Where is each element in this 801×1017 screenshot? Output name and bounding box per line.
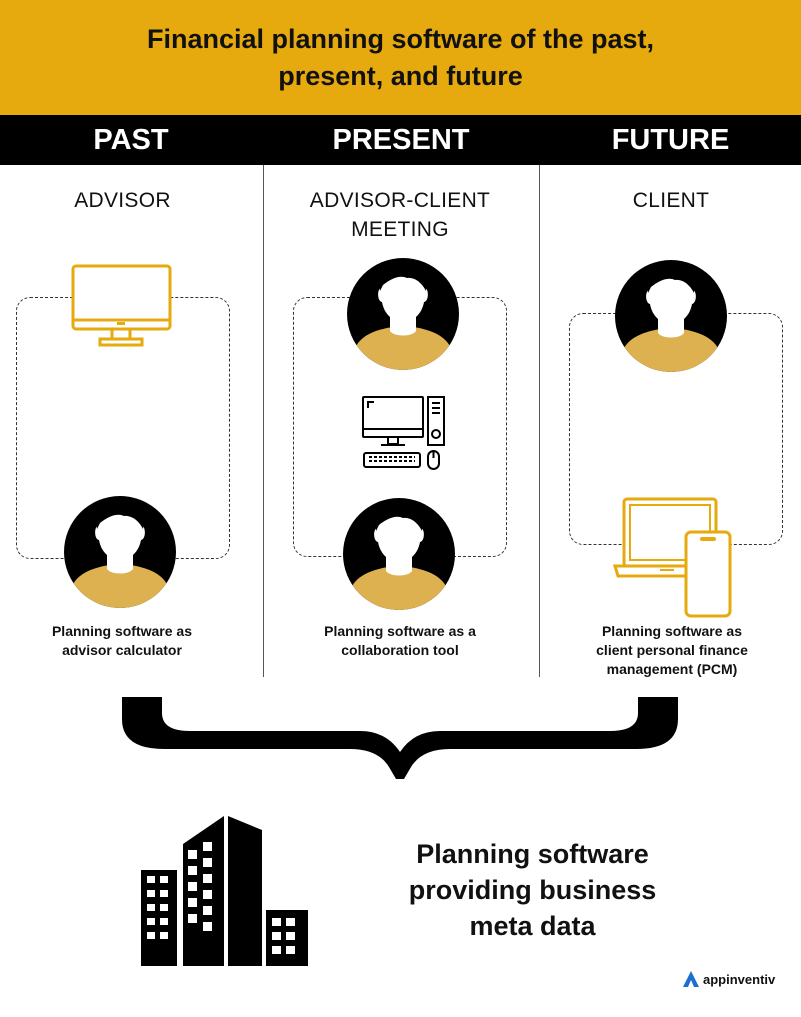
person-avatar-icon bbox=[347, 258, 459, 370]
column-title-client: CLIENT bbox=[632, 189, 710, 212]
smartphone-icon bbox=[684, 530, 732, 618]
person-avatar-icon bbox=[615, 260, 727, 372]
business-meta-data-text: Planning software providing business met… bbox=[408, 839, 657, 941]
column-title-meeting: ADVISOR-CLIENT MEETING bbox=[309, 189, 491, 241]
brand-logo: appinventiv bbox=[682, 970, 775, 988]
office-buildings-icon bbox=[141, 816, 308, 966]
caption-present: Planning software as a collaboration too… bbox=[324, 623, 476, 658]
monitor-icon bbox=[71, 264, 172, 347]
caption-future: Planning software as client personal fin… bbox=[596, 623, 748, 677]
brand-name: appinventiv bbox=[703, 971, 776, 987]
header-banner: Financial planning software of the past,… bbox=[0, 0, 801, 115]
column-divider bbox=[263, 165, 264, 677]
era-header-bar: PAST PRESENT FUTURE bbox=[0, 115, 801, 165]
page-title: Financial planning software of the past,… bbox=[146, 23, 655, 91]
column-title-advisor: ADVISOR bbox=[74, 189, 171, 212]
era-label-future: FUTURE bbox=[611, 124, 730, 156]
era-label-past: PAST bbox=[93, 124, 169, 156]
appinventiv-logo-icon bbox=[683, 971, 699, 987]
person-avatar-icon bbox=[343, 498, 455, 610]
caption-past: Planning software as advisor calculator bbox=[51, 623, 193, 658]
era-label-present: PRESENT bbox=[332, 124, 470, 156]
person-avatar-icon bbox=[64, 496, 176, 608]
curly-brace-icon bbox=[122, 697, 678, 779]
desktop-computer-icon bbox=[362, 396, 445, 470]
column-divider bbox=[539, 165, 540, 677]
